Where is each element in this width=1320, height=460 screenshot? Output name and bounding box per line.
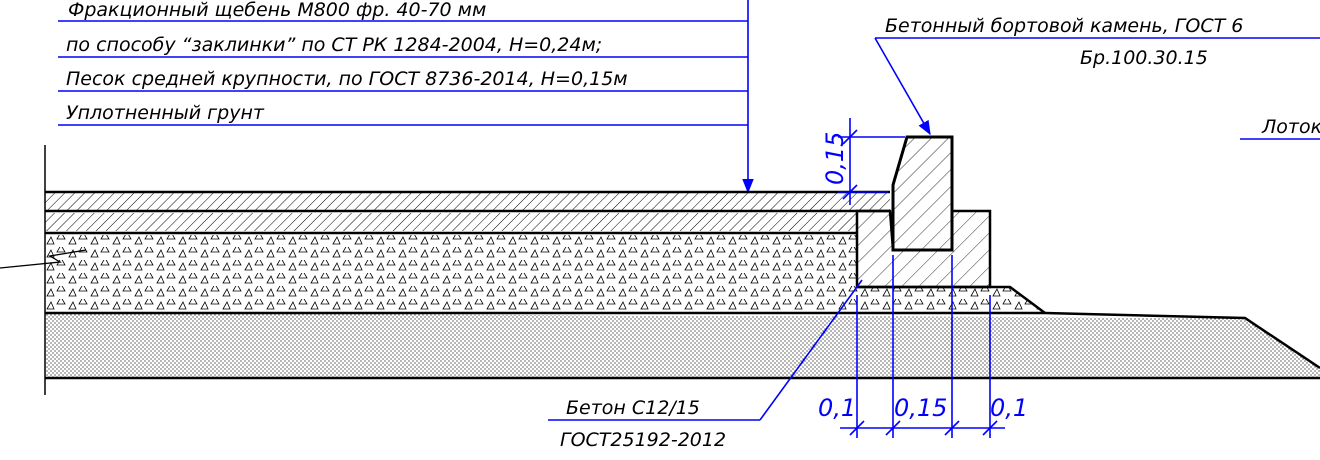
layer-label-block: Фракционный щебень М800 фр. 40-70 мм по … bbox=[58, 0, 754, 194]
concrete-leader-line bbox=[759, 279, 863, 421]
curb-title: Бетонный бортовой камень, ГОСТ 6 bbox=[885, 15, 1243, 37]
sand-top-line bbox=[45, 311, 1320, 370]
base-right-value: 0,1 bbox=[990, 394, 1028, 422]
base-mid-value: 0,15 bbox=[894, 394, 947, 422]
height-tick-top bbox=[842, 129, 858, 145]
top-asphalt-layer bbox=[45, 193, 890, 210]
curb-mark: Бр.100.30.15 bbox=[1080, 47, 1208, 69]
layer-label-3: Песок средней крупности, по ГОСТ 8736-20… bbox=[66, 68, 628, 90]
layer-label-1: Фракционный щебень М800 фр. 40-70 мм bbox=[68, 0, 486, 21]
gravel-layer bbox=[45, 235, 1045, 313]
base-width-dimensions: 0,1 0,15 0,1 bbox=[818, 255, 1028, 438]
tray-annotation: Лоток bbox=[1240, 116, 1320, 140]
curb-assembly bbox=[855, 135, 992, 289]
break-line-symbol bbox=[0, 249, 87, 269]
curb-stone bbox=[891, 135, 954, 252]
curb-leader-arrow bbox=[874, 37, 931, 136]
concrete-standard: ГОСТ25192-2012 bbox=[560, 429, 726, 451]
height-dimension: 0,15 bbox=[821, 118, 905, 205]
height-tick-bottom bbox=[842, 184, 858, 200]
base-tick-1 bbox=[849, 420, 865, 436]
height-dimension-value: 0,15 bbox=[821, 132, 849, 185]
base-tick-3 bbox=[944, 420, 960, 436]
layer-label-4: Уплотненный грунт bbox=[66, 102, 265, 124]
base-left-value: 0,1 bbox=[818, 394, 856, 422]
concrete-annotation: Бетон С12/15 ГОСТ25192-2012 bbox=[548, 279, 863, 451]
second-asphalt-layer bbox=[45, 213, 857, 231]
layer-label-2: по способу “заклинки” по СТ РК 1284-2004… bbox=[66, 34, 602, 56]
sand-layer bbox=[45, 313, 1320, 378]
curb-annotation: Бетонный бортовой камень, ГОСТ 6 Бр.100.… bbox=[874, 15, 1320, 136]
base-tick-2 bbox=[885, 420, 901, 436]
concrete-grade: Бетон С12/15 bbox=[566, 397, 700, 419]
base-tick-4 bbox=[982, 420, 998, 436]
tray-label: Лоток bbox=[1261, 116, 1320, 138]
pavement-section bbox=[0, 145, 1320, 395]
